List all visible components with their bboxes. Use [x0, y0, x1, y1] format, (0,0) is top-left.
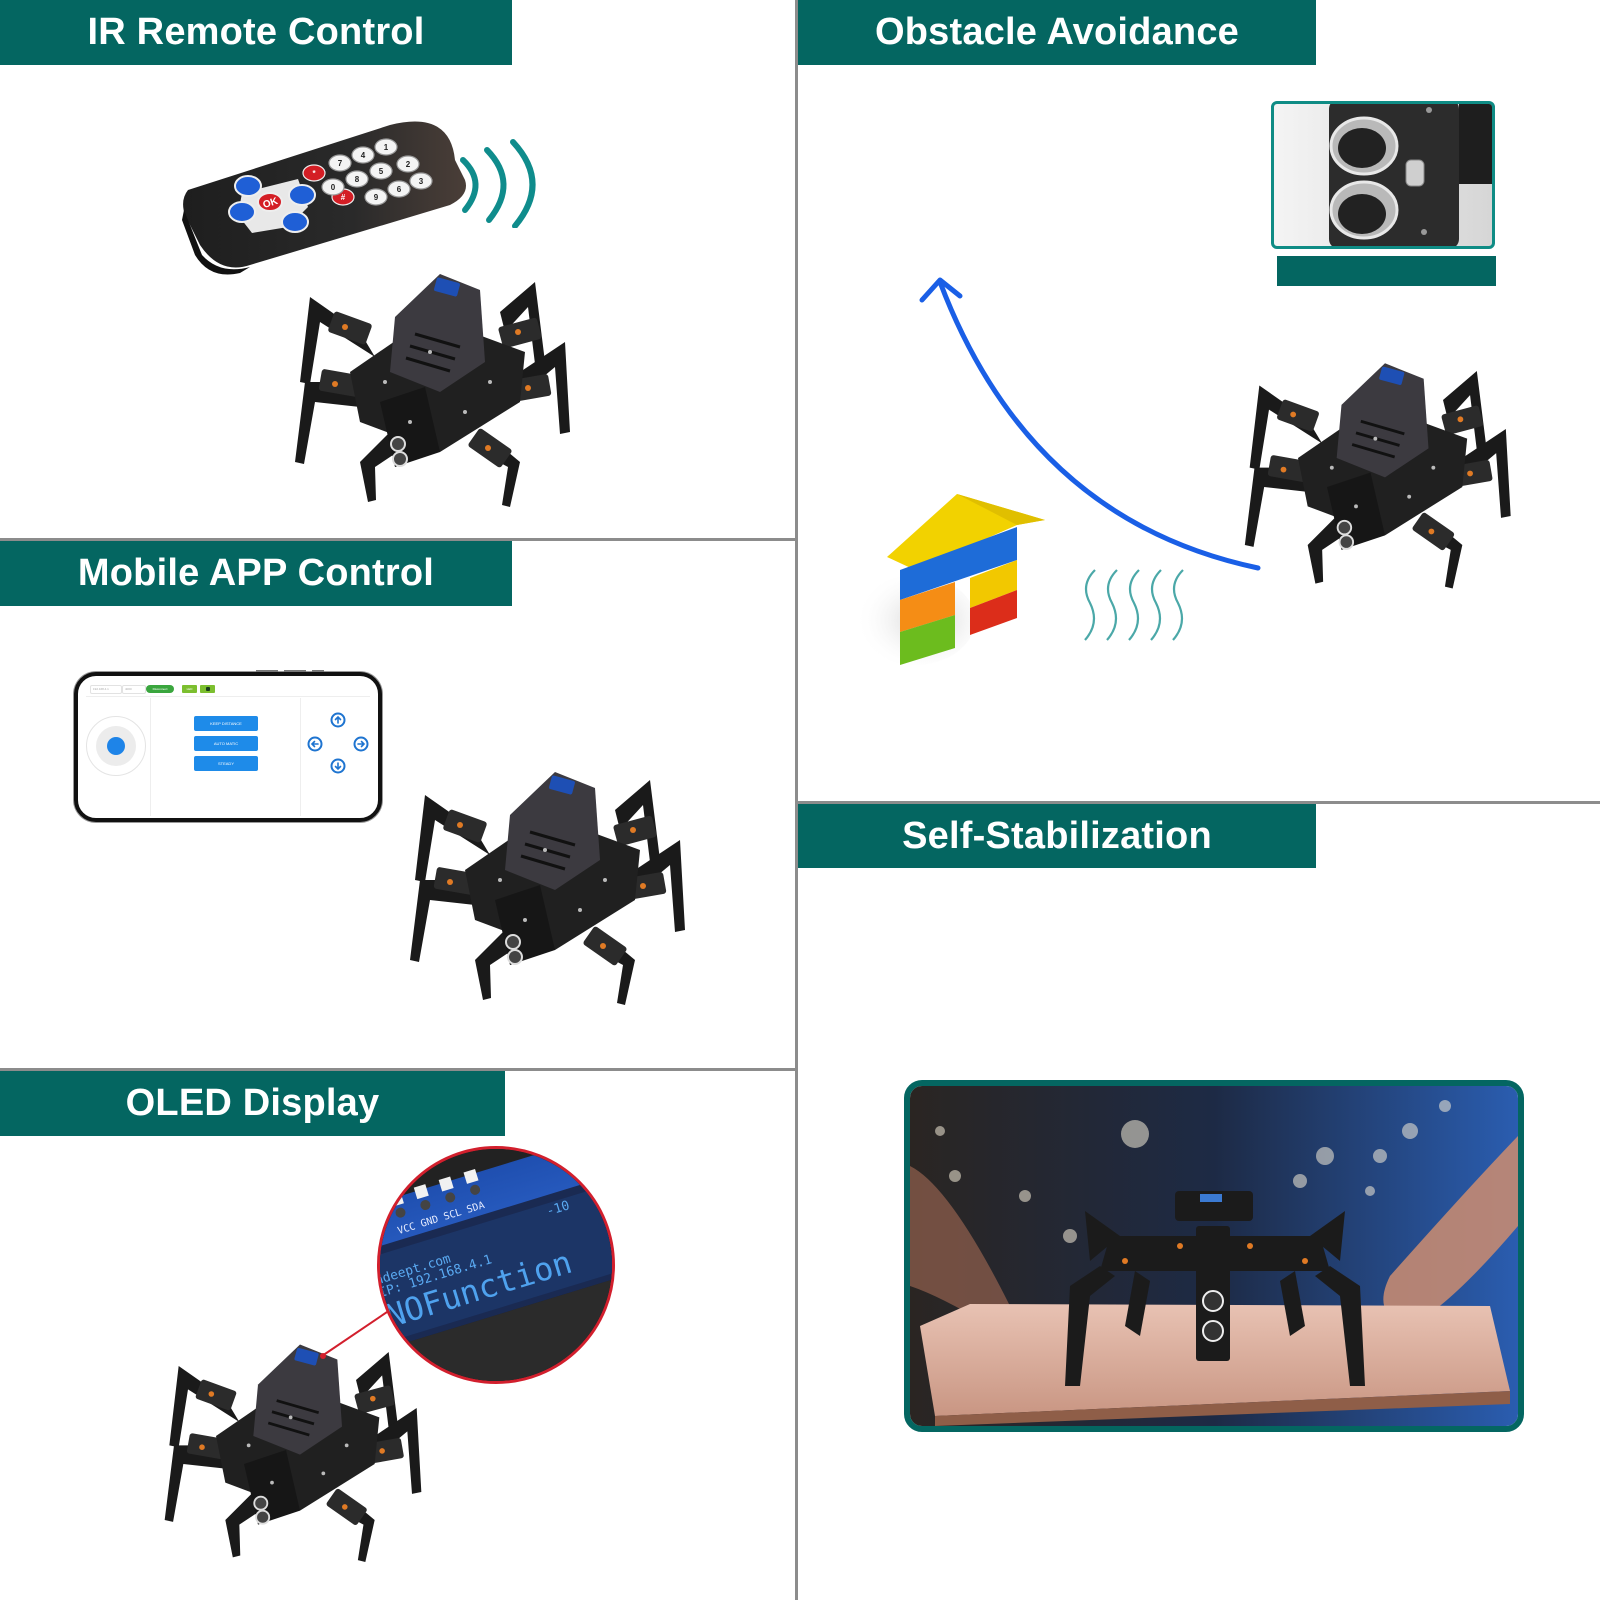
svg-text:OK: OK [262, 196, 280, 211]
svg-text:8: 8 [355, 175, 360, 184]
mute-button[interactable] [200, 685, 215, 693]
ultrasonic-sensor-inset [1271, 101, 1495, 249]
banner-oled: OLED Display [0, 1071, 505, 1136]
divider-ir-mobile [0, 538, 796, 541]
port-input[interactable]: 4000 [122, 685, 146, 694]
hexapod-robot-image [405, 760, 705, 1010]
inset-caption-bar [1277, 256, 1496, 286]
divider-obstacle-stabilization [796, 801, 1600, 804]
banner-self-stabilization: Self-Stabilization [798, 804, 1316, 868]
ir-remote-image: OK 1 2 3 4 5 6 [180, 115, 470, 280]
hexapod-robot-image [290, 262, 590, 512]
hexapod-front-view [1065, 1191, 1365, 1386]
svg-text:7: 7 [338, 159, 343, 168]
svg-text:0: 0 [331, 183, 336, 192]
bokeh-lights [935, 1100, 1451, 1243]
svg-text:#: # [341, 193, 346, 202]
svg-text:5: 5 [379, 167, 384, 176]
automatic-button[interactable]: AUTO MATIC [194, 736, 258, 751]
panel-title: OLED Display [125, 1082, 380, 1124]
joystick[interactable] [86, 716, 146, 776]
banner-obstacle-avoidance: Obstacle Avoidance [798, 0, 1316, 65]
banner-mobile-app: Mobile APP Control [0, 541, 512, 606]
svg-text:2: 2 [406, 160, 411, 169]
svg-text:6: 6 [397, 185, 402, 194]
svg-text:1: 1 [384, 143, 389, 152]
speaker-mute-icon [205, 687, 210, 691]
stabilization-photo [904, 1080, 1524, 1432]
led-button[interactable]: LED [182, 685, 197, 693]
svg-text:-10: -10 [545, 1198, 572, 1219]
toy-blocks-obstacle-image [855, 490, 1075, 680]
ir-signal-waves-icon [455, 138, 565, 228]
svg-text:4: 4 [361, 151, 366, 160]
ultrasonic-waves-icon [1084, 569, 1184, 641]
ip-input[interactable]: 192.168.4.1 [90, 685, 122, 694]
remote-number-keys [302, 138, 433, 206]
hexapod-robot-image [160, 1330, 440, 1570]
joystick-knob[interactable] [107, 737, 125, 755]
oled-magnifier: VCC GND SCL SDA -10 adeept.com IP: 192.1… [377, 1146, 615, 1384]
pointer-line [320, 1309, 391, 1359]
svg-text:3: 3 [419, 177, 424, 186]
divider-mobile-oled [0, 1068, 796, 1071]
panel-title: Mobile APP Control [77, 552, 435, 594]
banner-ir-remote: IR Remote Control [0, 0, 512, 65]
keep-distance-button[interactable]: KEEP DISTANCE [194, 716, 258, 731]
smartphone-image: 192.168.4.1 4000 Disconnect LED KEEP DIS… [74, 670, 382, 822]
panel-title: Self-Stabilization [902, 814, 1212, 857]
hexapod-robot-image [1240, 350, 1530, 595]
panel-title: Obstacle Avoidance [874, 11, 1240, 53]
remote-direction-keys [228, 175, 316, 233]
panel-title: IR Remote Control [87, 11, 425, 53]
app-toolbar: 192.168.4.1 4000 Disconnect LED [86, 682, 370, 697]
svg-text:*: * [312, 169, 316, 178]
vertical-divider [795, 0, 798, 1600]
steady-button[interactable]: STEADY [194, 756, 258, 771]
disconnect-button[interactable]: Disconnect [146, 685, 174, 693]
dpad [306, 712, 370, 778]
svg-text:9: 9 [374, 193, 379, 202]
avoidance-path-arrow-icon [919, 277, 1261, 571]
